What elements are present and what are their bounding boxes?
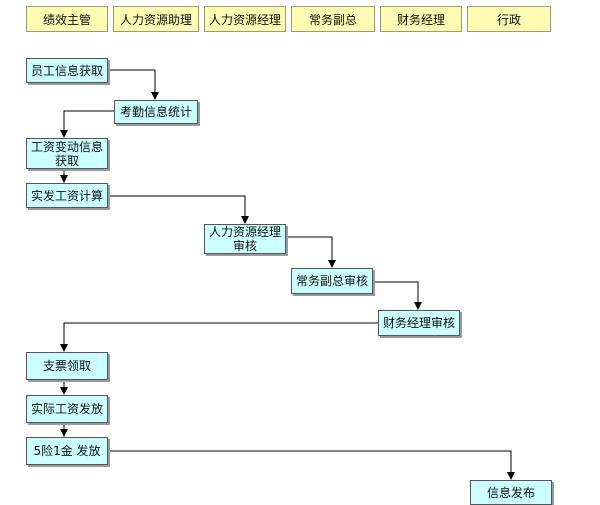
node-social-insurance-payment[interactable]: 5险1金 发放 (26, 437, 108, 465)
node-label: 工资变动信息获取 (30, 139, 103, 168)
node-finance-manager-review[interactable]: 财务经理审核 (378, 310, 460, 336)
node-label: 实发工资计算 (30, 188, 103, 203)
node-label: 员工信息获取 (30, 63, 103, 78)
node-employee-info-collection[interactable]: 员工信息获取 (26, 58, 108, 83)
connector-n2-n3 (60, 110, 114, 138)
node-hr-manager-review[interactable]: 人力资源经理审核 (204, 224, 286, 254)
node-label: 财务经理审核 (382, 316, 455, 330)
lane-header-executive-vp: 常务副总 (291, 6, 375, 32)
connector-n10-n11 (108, 450, 515, 480)
node-label: 实际工资发放 (30, 402, 103, 416)
node-label: 信息发布 (486, 485, 535, 500)
connector-n5-n6 (286, 236, 336, 268)
lane-header-hr-assistant: 人力资源助理 (113, 6, 199, 32)
lane-header-hr-manager: 人力资源经理 (204, 6, 286, 32)
connector-n1-n2 (108, 69, 159, 100)
node-label: 5险1金 发放 (33, 444, 101, 458)
node-executive-vp-review[interactable]: 常务副总审核 (291, 268, 373, 294)
node-label: 人力资源经理审核 (208, 225, 281, 253)
node-label: 常务副总审核 (295, 274, 368, 288)
connector-n7-n8 (60, 322, 378, 352)
node-check-collection[interactable]: 支票领取 (26, 352, 108, 380)
node-information-release[interactable]: 信息发布 (470, 480, 552, 505)
node-salary-change-info[interactable]: 工资变动信息获取 (26, 138, 108, 169)
connector-n4-n5 (108, 195, 249, 224)
node-label: 支票领取 (42, 359, 91, 373)
node-attendance-statistics[interactable]: 考勤信息统计 (114, 100, 198, 124)
lane-header-performance-supervisor: 绩效主管 (26, 6, 108, 32)
connector-n6-n7 (373, 281, 422, 310)
node-label: 考勤信息统计 (119, 105, 192, 119)
node-net-pay-calculation[interactable]: 实发工资计算 (26, 183, 108, 208)
node-salary-payment[interactable]: 实际工资发放 (26, 395, 108, 423)
lane-header-administration: 行政 (467, 6, 551, 32)
lane-header-finance-manager: 财务经理 (380, 6, 462, 32)
